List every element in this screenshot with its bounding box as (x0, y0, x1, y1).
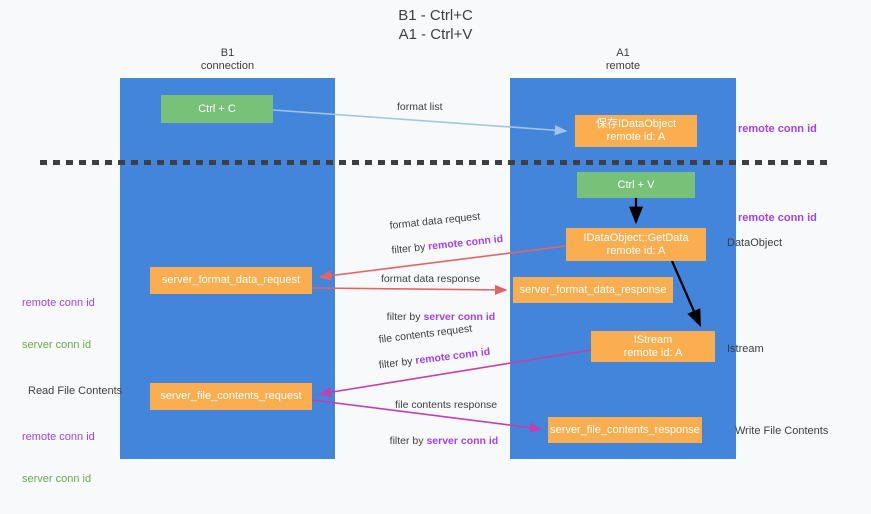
column-header-b1: B1 connection (200, 47, 255, 72)
annotation-left-bottom-remote: remote conn id (22, 431, 95, 443)
node-ctrl-c[interactable]: Ctrl + C (161, 95, 273, 123)
node-server-file-contents-request[interactable]: server_file_contents_request (150, 383, 312, 410)
annotation-remote-conn-id-mid: remote conn id (738, 212, 817, 224)
node-idataobject-getdata[interactable]: IDataObject::GetData remote id: A (566, 228, 706, 261)
node-idataobject[interactable]: 保存IDataObject remote id: A (575, 115, 697, 147)
annotation-left-mid-server: server conn id (22, 339, 92, 351)
annotation-left-bottom: remote conn id server conn id (22, 402, 95, 514)
node-server-format-data-response[interactable]: server_format_data_response (513, 277, 673, 303)
filter-prefix: filter by (389, 435, 427, 447)
column-header-a1: A1 remote (605, 47, 641, 72)
annotation-remote-conn-id-top: remote conn id (738, 123, 817, 135)
filter-prefix: filter by (378, 355, 417, 372)
annotation-write-file-contents: Write File Contents (735, 425, 829, 437)
filter-value: server conn id (423, 311, 496, 323)
filter-value: server conn id (426, 435, 499, 447)
node-ctrl-v[interactable]: Ctrl + V (577, 172, 695, 198)
edge-label-file-contents-response: file contents response (395, 399, 498, 411)
annotation-dataobject: DataObject (727, 237, 783, 249)
annotation-left-mid: remote conn id server conn id (22, 268, 95, 380)
filter-value: remote conn id (427, 232, 504, 253)
annotation-left-bottom-server: server conn id (22, 473, 92, 485)
edge-label-file-contents-response-filter: filter by server conn id (378, 422, 499, 461)
filter-prefix: filter by (386, 311, 424, 323)
node-server-format-data-request[interactable]: server_format_data_request (150, 267, 312, 294)
section-divider (40, 160, 831, 165)
edge-label-format-data-response-filter: filter by server conn id (375, 298, 496, 337)
annotation-read-file-contents: Read File Contents (28, 385, 123, 397)
annotation-left-mid-remote: remote conn id (22, 297, 95, 309)
filter-prefix: filter by (390, 240, 429, 257)
diagram-canvas: B1 - Ctrl+C A1 - Ctrl+V B1 connection A1… (22, 7, 831, 485)
edge-label-format-data-response: format data response (381, 273, 481, 285)
annotation-istream: Istream (727, 343, 764, 355)
edge-label-format-list: format list (397, 101, 443, 113)
node-server-file-contents-response[interactable]: server_file_contents_response (548, 417, 702, 443)
node-istream[interactable]: IStream remote id: A (591, 331, 715, 362)
page-title: B1 - Ctrl+C A1 - Ctrl+V (398, 7, 473, 43)
filter-value: remote conn id (414, 345, 491, 367)
